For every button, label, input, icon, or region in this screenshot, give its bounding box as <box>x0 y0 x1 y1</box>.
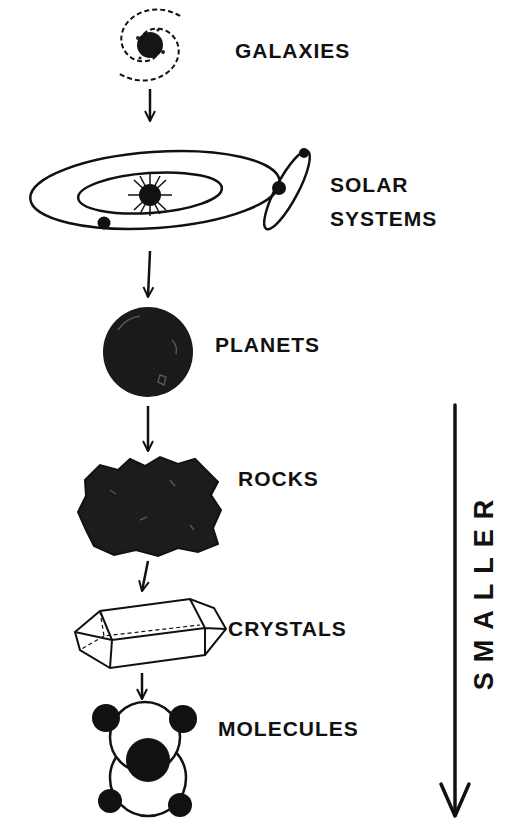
star-dot <box>161 50 165 54</box>
node-label: MOLECULES <box>218 717 359 740</box>
spiral-arm <box>118 29 178 81</box>
crystal-outline <box>75 599 226 668</box>
crystal-node: CRYSTALS <box>65 592 355 672</box>
planet-texture <box>118 316 177 385</box>
arrow-connector <box>149 89 152 121</box>
galaxy-core <box>137 32 163 58</box>
scale-label: SMALLER <box>471 490 498 691</box>
galaxy-node: GALAXIES <box>95 2 359 88</box>
rock-node: ROCKS <box>70 452 327 560</box>
node-label: SOLAR SYSTEMS <box>330 168 462 235</box>
crystal-drawing <box>75 599 226 668</box>
rock-drawing <box>78 457 221 556</box>
sun-rays <box>128 174 172 216</box>
arrow-connector <box>148 251 150 297</box>
node-label: PLANETS <box>215 333 320 356</box>
planet-node: PLANETS <box>95 298 329 405</box>
molecule-drawing <box>92 702 197 817</box>
planet-dot <box>299 148 309 158</box>
arrow-connector <box>147 406 150 451</box>
star-dot <box>138 56 141 59</box>
outer-orbit <box>28 143 283 236</box>
planet-dot <box>272 181 286 195</box>
galaxy-drawing <box>118 10 181 81</box>
inner-orbit <box>77 168 223 218</box>
planet-drawing <box>103 307 193 397</box>
crystal-hidden-edges <box>80 611 200 650</box>
planet-dot <box>98 217 111 230</box>
star-dot <box>136 36 140 40</box>
solar-system-node: SOLAR SYSTEMS <box>25 122 470 250</box>
node-label: ROCKS <box>238 467 319 490</box>
node-label: GALAXIES <box>235 39 350 62</box>
rock-texture <box>110 480 194 530</box>
solar-system-drawing <box>28 143 318 236</box>
crystal-edges <box>75 599 226 668</box>
molecule-node: MOLECULES <box>75 700 367 822</box>
node-label: CRYSTALS <box>228 617 347 640</box>
inclined-orbit <box>257 146 318 234</box>
arrow-connector <box>141 673 144 699</box>
sun <box>139 184 161 206</box>
scale-arrow <box>441 405 469 816</box>
arrow-connector <box>142 561 148 591</box>
